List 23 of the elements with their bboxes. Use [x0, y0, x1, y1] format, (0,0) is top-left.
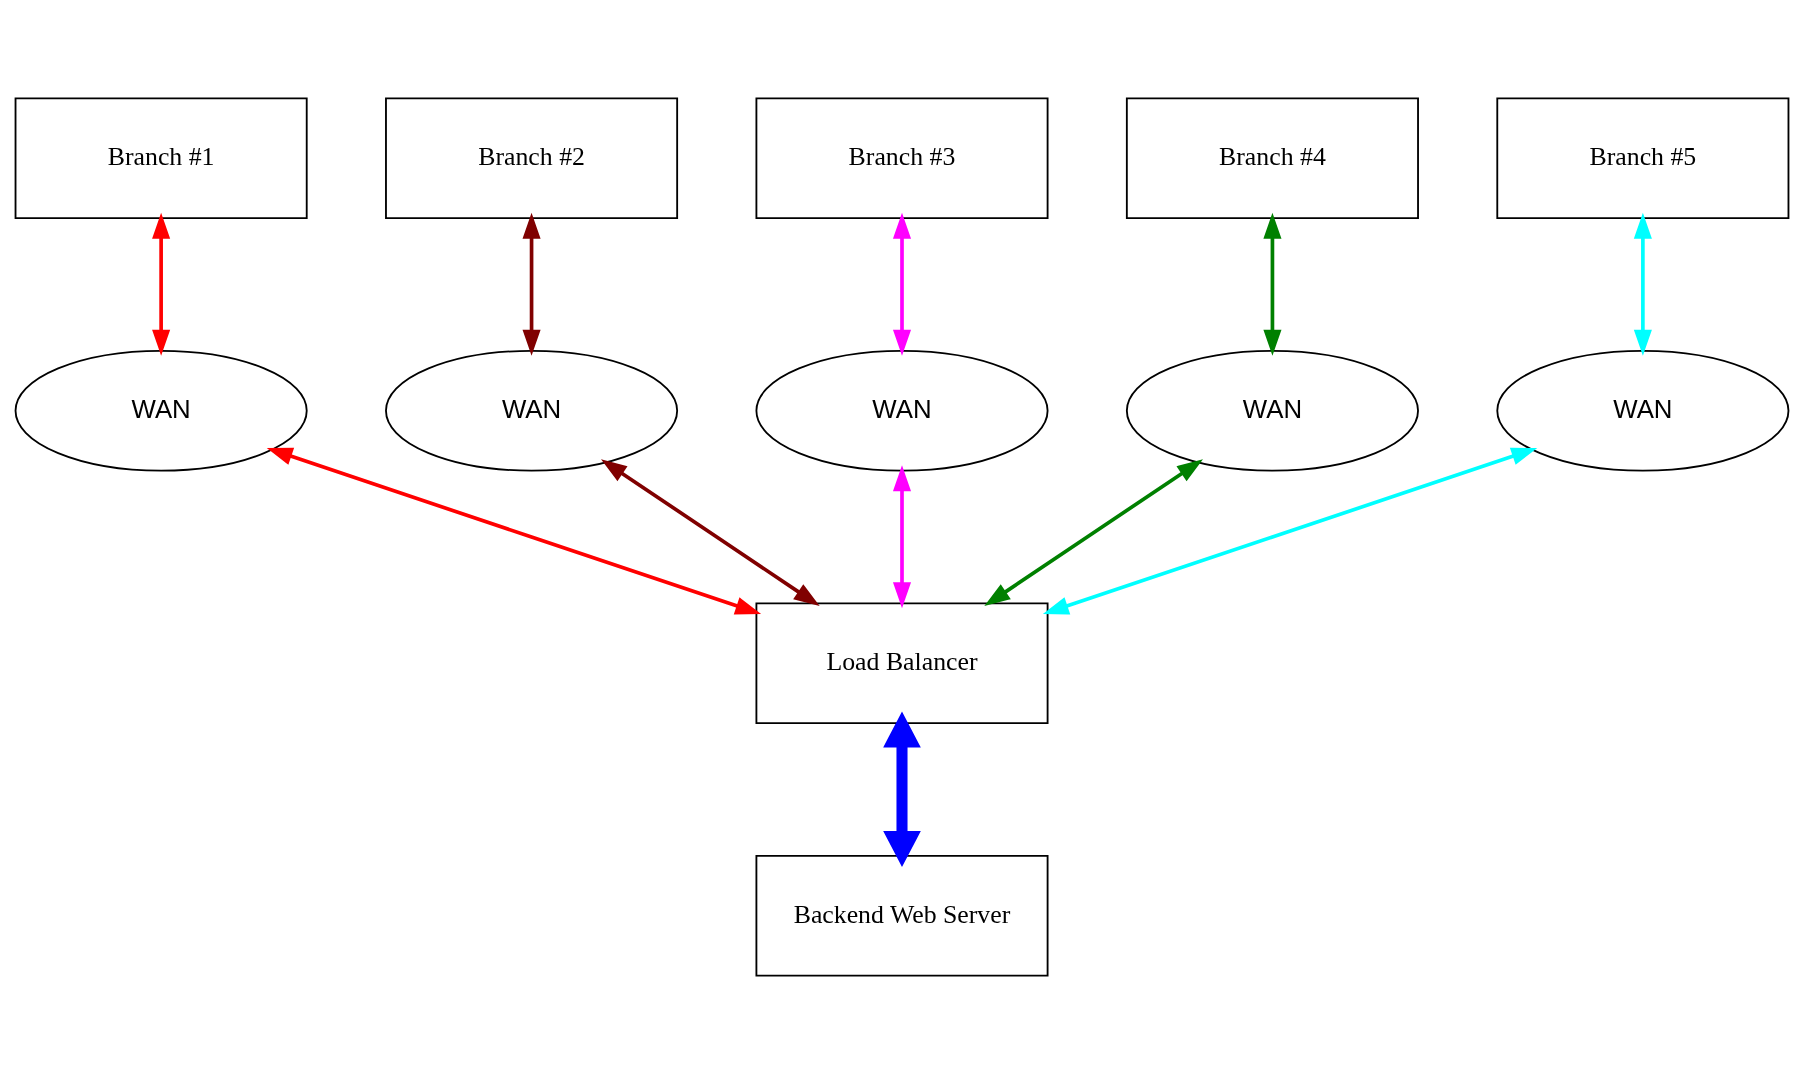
node-ellipse: WAN	[1125, 349, 1419, 472]
node-ellipse: WAN	[14, 349, 308, 472]
node-box: Branch #1	[14, 97, 308, 220]
node-box: Branch #3	[755, 97, 1049, 220]
node-ellipse: WAN	[755, 349, 1049, 472]
node-box: Branch #2	[385, 97, 679, 220]
node-ellipse: WAN	[1496, 349, 1790, 472]
arrow	[984, 459, 1203, 607]
node-box: Load Balancer	[755, 602, 1049, 725]
arrow	[892, 465, 912, 609]
arrow	[1263, 212, 1282, 356]
node-ellipse: WAN	[385, 349, 679, 472]
node-box: Branch #4	[1125, 97, 1419, 220]
arrow	[892, 212, 912, 356]
arrow	[266, 447, 762, 615]
arrow	[522, 212, 541, 356]
arrow	[1633, 212, 1652, 356]
arrow	[601, 459, 820, 607]
arrow	[883, 711, 921, 867]
node-box: Backend Web Server	[755, 854, 1049, 977]
node-box: Branch #5	[1496, 97, 1790, 220]
arrow	[1042, 447, 1538, 615]
arrow	[152, 212, 171, 356]
